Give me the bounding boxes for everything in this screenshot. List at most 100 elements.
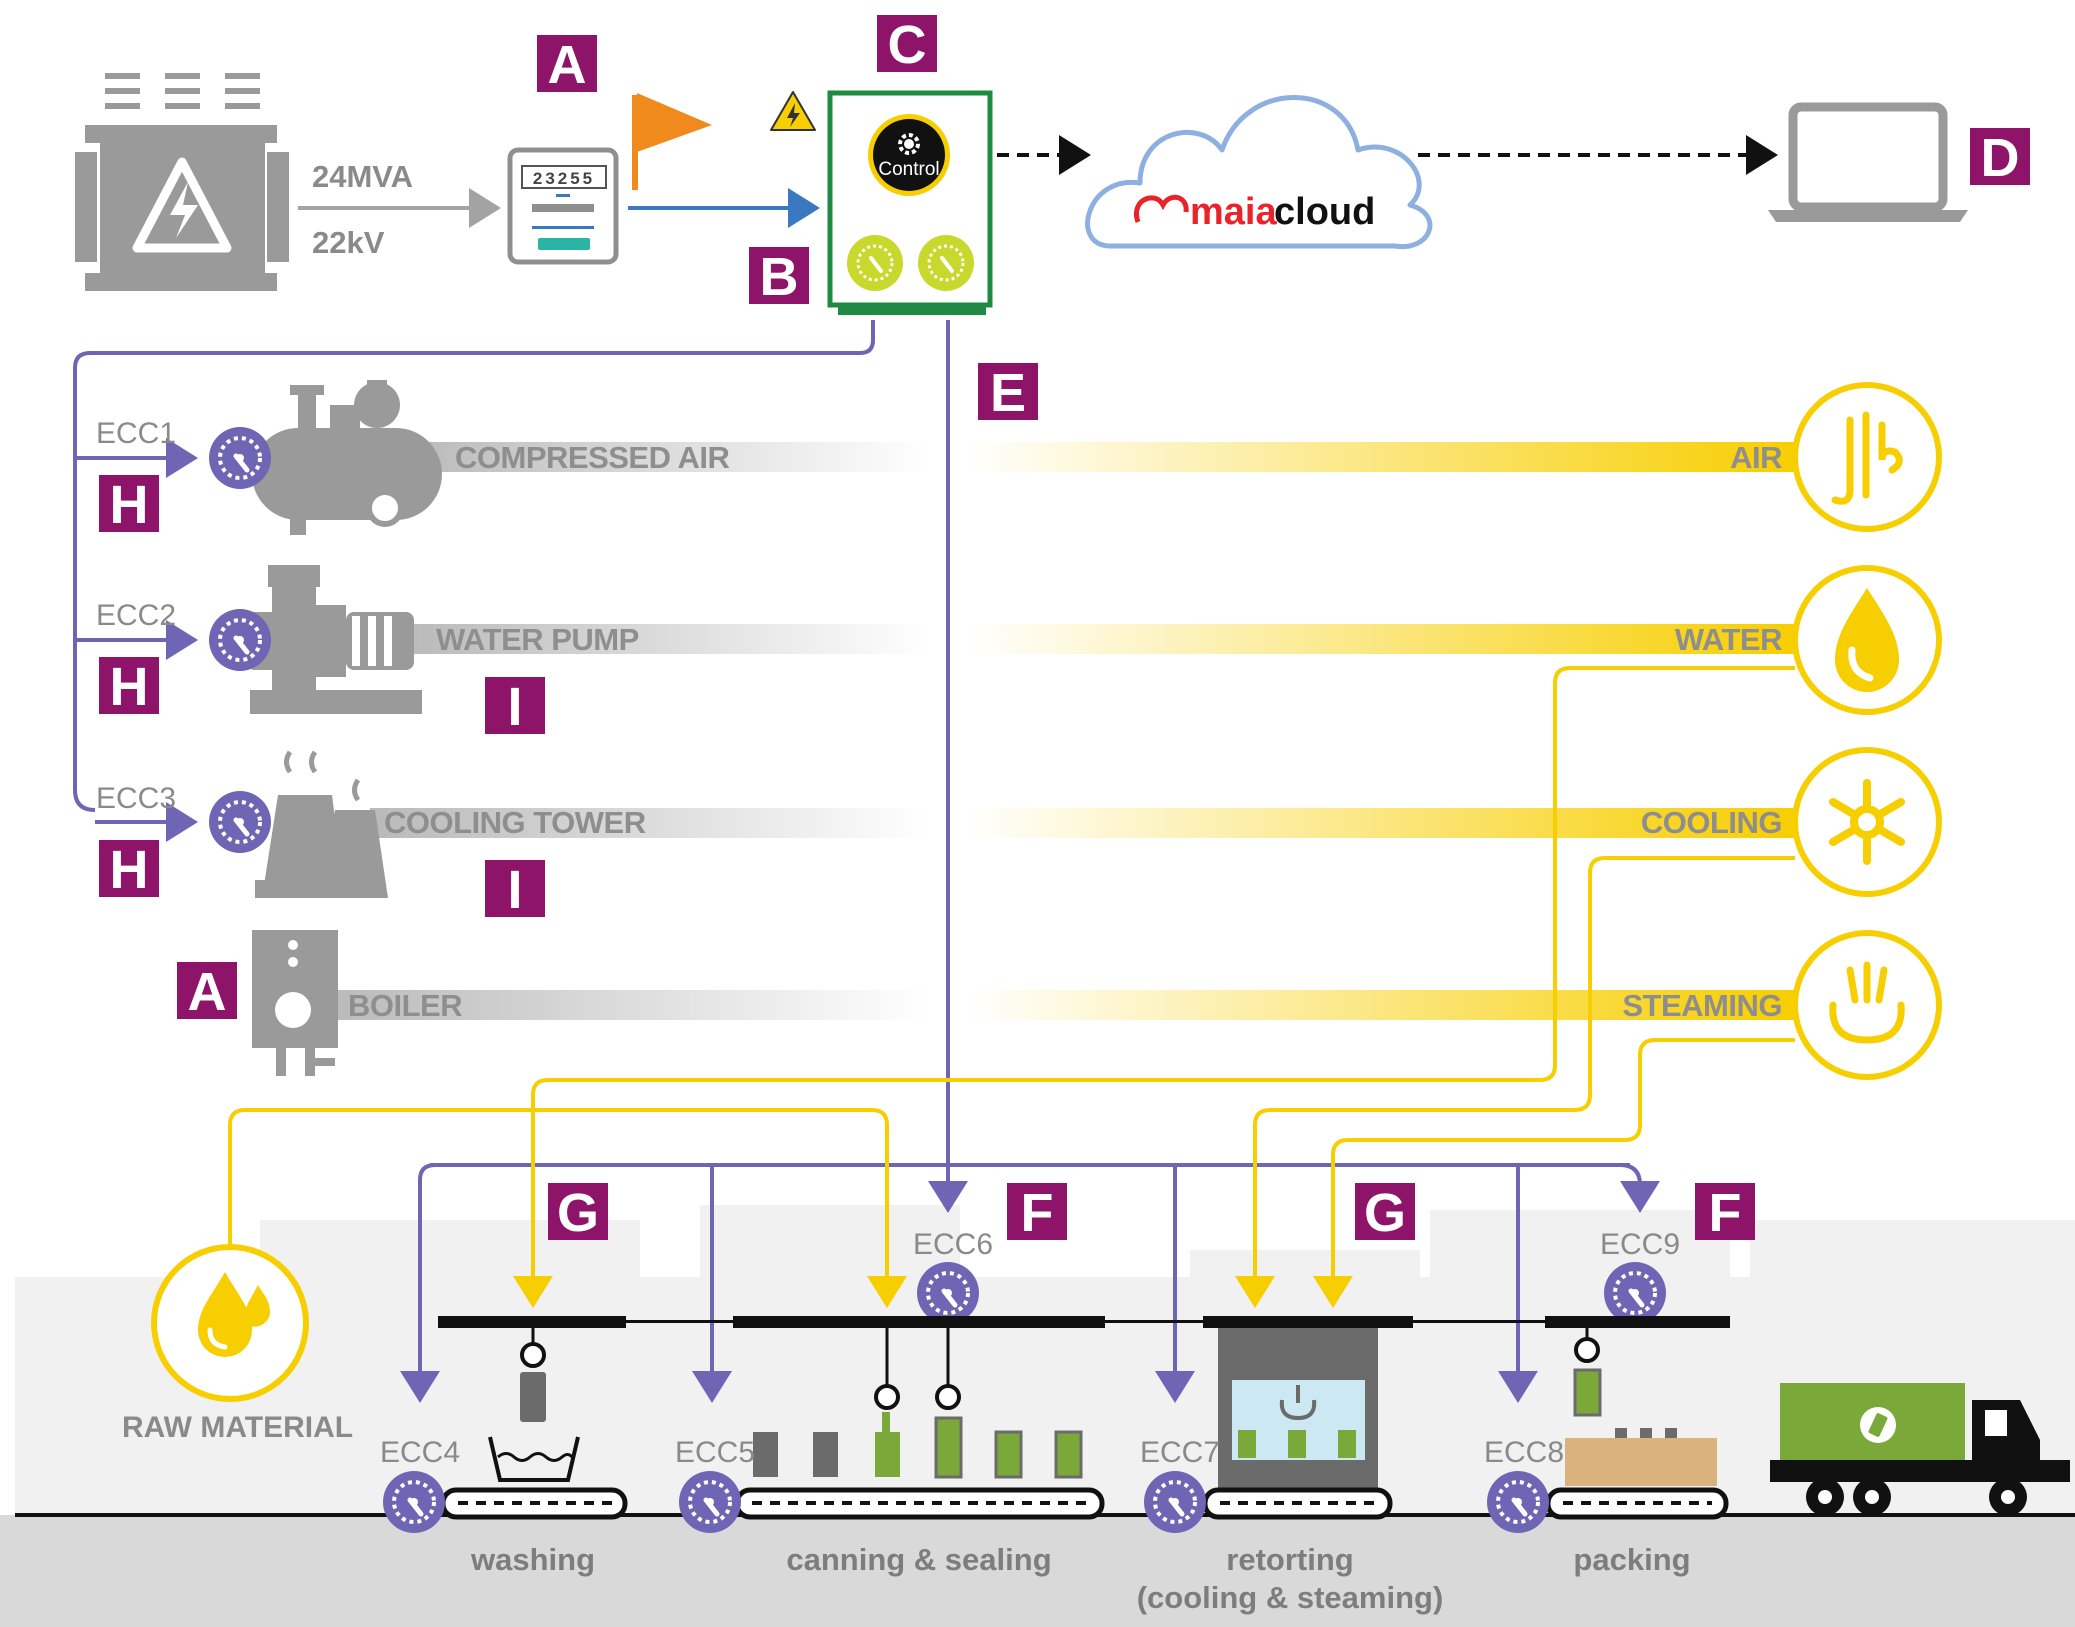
factory-background	[15, 1205, 2075, 1517]
stage-label-washing: washing	[470, 1542, 595, 1577]
boiler-icon	[252, 930, 338, 1076]
marker-g-2	[1355, 1183, 1415, 1240]
laptop-icon	[1768, 102, 1968, 222]
supply-voltage: 22kV	[312, 225, 385, 260]
marker-h-2	[99, 657, 159, 714]
ecc8-gauge-icon[interactable]	[1487, 1471, 1549, 1533]
supply-capacity: 24MVA	[312, 159, 413, 194]
ecc9-label: ECC9	[1600, 1228, 1680, 1261]
marker-a-boiler	[177, 962, 237, 1019]
water-source-bar	[400, 624, 930, 654]
washing-station	[440, 1328, 628, 1520]
ecc1-label: ECC1	[96, 417, 176, 450]
marker-h-3-label: H	[110, 840, 149, 900]
source-label-boiler: BOILER	[348, 988, 462, 1023]
ecc3-gauge-icon[interactable]	[209, 791, 271, 853]
cloud-brand-prefix: maia	[1190, 191, 1277, 233]
utility-label-water: WATER	[1675, 622, 1782, 657]
canning-station	[734, 1328, 1105, 1520]
water-utility-bar	[965, 624, 1795, 654]
ecc7-label: ECC7	[1140, 1436, 1220, 1469]
stage-label-canning: canning & sealing	[786, 1542, 1051, 1577]
electricity-meter-icon: 23255	[507, 147, 619, 265]
control-label: Control	[878, 159, 939, 180]
meter-reading: 23255	[533, 169, 595, 188]
marker-f-2-label: F	[1709, 1183, 1742, 1243]
marker-b	[749, 247, 809, 304]
overhead-rails	[438, 1316, 1730, 1328]
utility-label-steaming: STEAMING	[1622, 988, 1782, 1023]
utility-pipes	[228, 666, 1795, 1308]
cooling-tower-icon	[255, 750, 388, 898]
steam-icon	[1792, 930, 1942, 1080]
control-wiring	[73, 320, 1660, 1403]
utility-label-air: AIR	[1730, 440, 1782, 475]
marker-f-1	[1007, 1183, 1067, 1240]
cooling-source-bar	[370, 808, 930, 838]
marker-b-label: B	[760, 247, 799, 307]
ecc6-gauge-icon[interactable]	[917, 1262, 979, 1324]
stage-label-retorting: retorting	[1226, 1542, 1353, 1577]
air-source-bar	[400, 442, 930, 472]
marker-h-1-label: H	[110, 475, 149, 535]
ecc1-gauge-icon[interactable]	[209, 427, 271, 489]
marker-c-label: C	[888, 15, 927, 75]
cloud-brand-suffix: cloud	[1274, 191, 1375, 233]
control-unit[interactable]: Control	[827, 90, 993, 315]
ecc2-label: ECC2	[96, 599, 176, 632]
ecc4-gauge-icon[interactable]	[383, 1471, 445, 1533]
ecc5-label: ECC5	[675, 1436, 755, 1469]
marker-c	[877, 15, 937, 72]
ecc9-gauge-icon[interactable]	[1604, 1262, 1666, 1324]
marker-a	[537, 35, 597, 92]
marker-e-label: E	[990, 363, 1026, 423]
utility-label-cooling: COOLING	[1641, 805, 1782, 840]
cloud-icon	[1085, 95, 1433, 250]
marker-f-1-label: F	[1021, 1183, 1054, 1243]
stage-label-packing: packing	[1573, 1542, 1690, 1577]
marker-d	[1970, 128, 2030, 185]
ecc7-gauge-icon[interactable]	[1144, 1471, 1206, 1533]
source-label-compressed-air: COMPRESSED AIR	[455, 440, 729, 475]
factory-floor	[0, 1515, 2075, 1627]
ecc4-label: ECC4	[380, 1436, 460, 1469]
stage-label-retorting-sub: (cooling & steaming)	[1137, 1580, 1444, 1615]
marker-h-2-label: H	[110, 657, 149, 717]
marker-d-label: D	[1981, 128, 2020, 188]
marker-i-2	[485, 860, 545, 917]
marker-e	[978, 363, 1038, 420]
marker-a-boiler-label: A	[188, 962, 227, 1022]
marker-g-1-label: G	[557, 1183, 599, 1243]
maiacloud-logo: maia cloud	[1133, 191, 1375, 233]
retorting-station	[1202, 1328, 1393, 1520]
air-utility-bar	[965, 442, 1795, 472]
source-label-cooling-tower: COOLING TOWER	[384, 805, 646, 840]
transformer-icon	[75, 73, 289, 291]
raw-material-label: RAW MATERIAL	[122, 1411, 353, 1444]
marker-f-2	[1695, 1183, 1755, 1240]
marker-h-1	[99, 475, 159, 532]
marker-i-1	[485, 677, 545, 734]
flag-icon	[632, 93, 712, 190]
gear-icon	[898, 133, 920, 155]
controller-gauge-1-icon	[847, 235, 903, 291]
air-icon	[1792, 382, 1942, 532]
steam-source-bar	[320, 990, 930, 1020]
ecc5-gauge-icon[interactable]	[679, 1471, 741, 1533]
water-drop-icon	[1792, 565, 1942, 715]
high-voltage-warning-icon	[770, 91, 816, 131]
steam-utility-bar	[965, 990, 1795, 1020]
snowflake-icon	[1792, 747, 1942, 897]
air-compressor-icon	[252, 380, 442, 535]
marker-i-2-label: I	[507, 860, 522, 920]
marker-g-2-label: G	[1364, 1183, 1406, 1243]
source-label-water-pump: WATER PUMP	[436, 622, 639, 657]
ecc8-label: ECC8	[1484, 1436, 1564, 1469]
water-pump-icon	[250, 565, 422, 714]
ecc3-label: ECC3	[96, 782, 176, 815]
marker-i-1-label: I	[507, 677, 522, 737]
ecc2-gauge-icon[interactable]	[209, 609, 271, 671]
marker-a-label: A	[548, 35, 587, 95]
delivery-truck-icon	[1770, 1383, 2070, 1516]
